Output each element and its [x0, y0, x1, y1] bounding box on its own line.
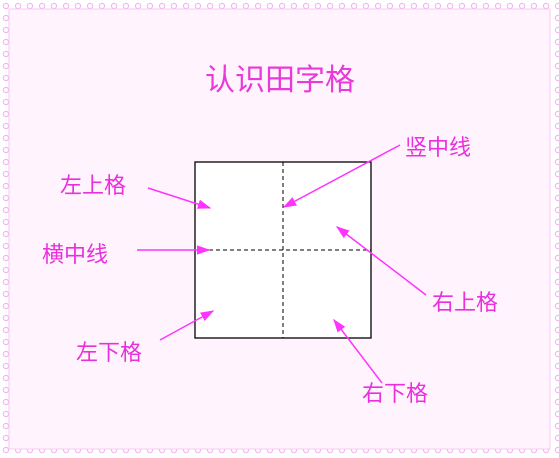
labels: 竖中线 左上格 横中线 右上格 左下格 右下格 [42, 136, 498, 407]
pointer-arrows [137, 144, 427, 384]
arrow-top-left-cell [147, 187, 212, 209]
label-top-right-cell: 右上格 [432, 291, 498, 316]
label-top-left-cell: 左上格 [60, 174, 126, 199]
label-bottom-right-cell: 右下格 [362, 382, 428, 407]
label-vertical-center-line: 竖中线 [405, 136, 471, 161]
arrow-top-right-cell [335, 226, 427, 296]
arrow-bottom-left-cell [159, 310, 215, 341]
arrow-bottom-right-cell [333, 318, 383, 384]
label-horizontal-center-line: 横中线 [42, 243, 108, 268]
label-bottom-left-cell: 左下格 [76, 341, 142, 366]
tianzige-grid [194, 161, 372, 339]
page-title: 认识田字格 [205, 63, 355, 98]
arrow-vertical-center-line [282, 144, 401, 208]
